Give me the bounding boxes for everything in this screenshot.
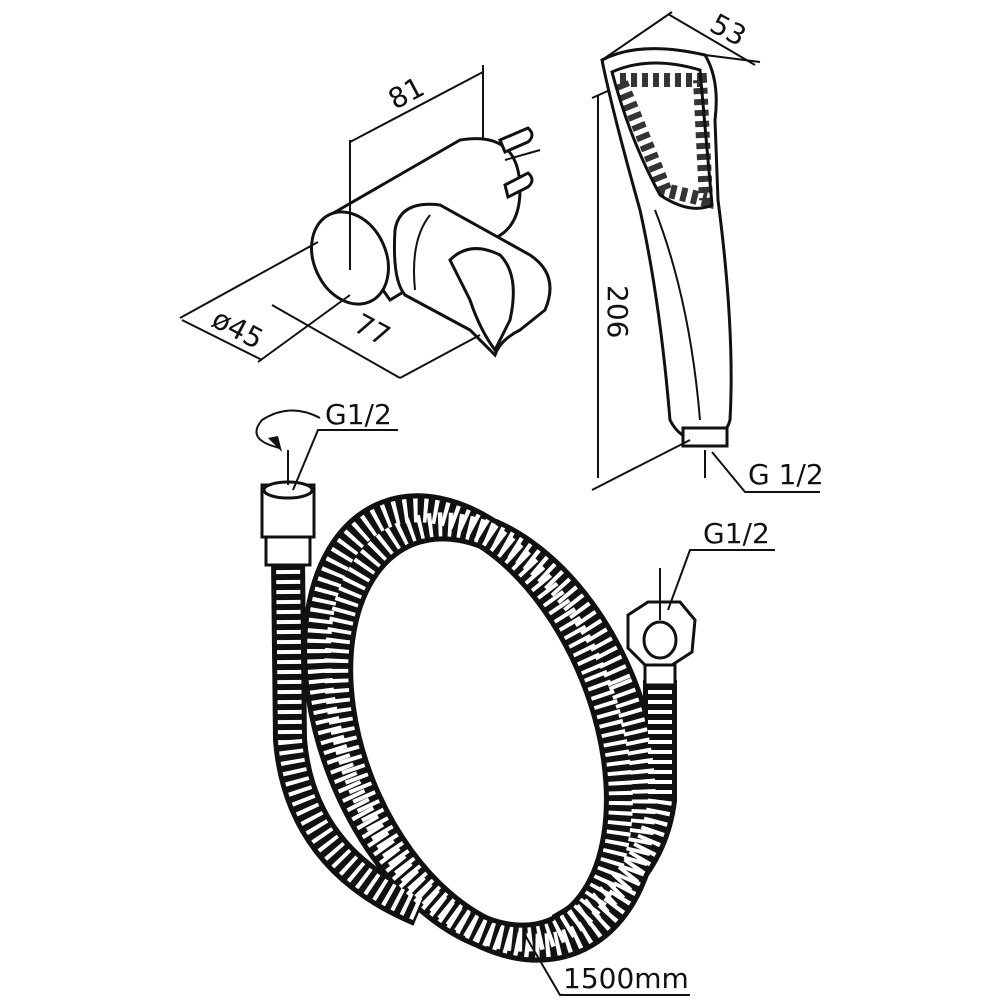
- hose-left-thread-label: G1/2: [325, 398, 392, 431]
- handshower-width-label: 53: [705, 7, 752, 53]
- shower-hose: [260, 480, 697, 963]
- hose-dimensions: G1/2 G1/2 1500mm: [255, 398, 775, 996]
- wall-bracket: [310, 126, 552, 358]
- handshower-thread-label: G 1/2: [748, 458, 824, 491]
- hose-right-thread-label: G1/2: [703, 517, 770, 550]
- bracket-width-label: 81: [383, 70, 430, 116]
- hand-shower: [600, 47, 733, 448]
- hose-length-label: 1500mm: [563, 962, 689, 995]
- handshower-length-label: 206: [601, 285, 634, 338]
- bracket-depth-label: 77: [349, 307, 396, 353]
